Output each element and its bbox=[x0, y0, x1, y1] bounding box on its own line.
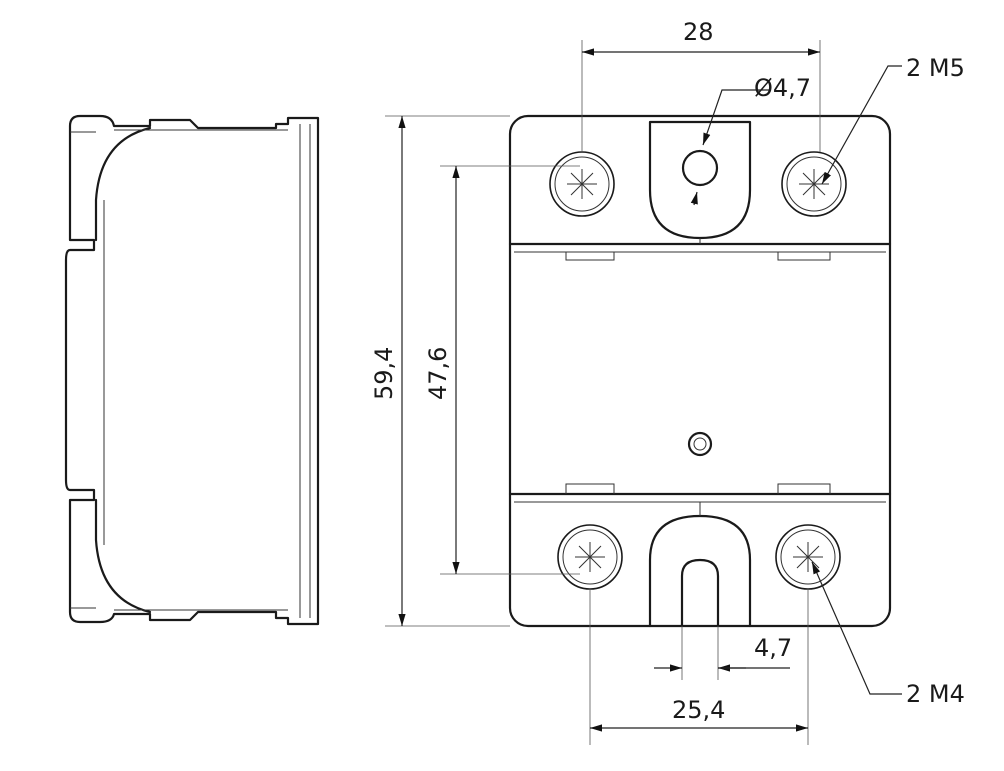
dim-hole-diameter: Ø4,7 bbox=[754, 74, 811, 102]
dim-screw-bottom: 2 M4 bbox=[906, 680, 965, 708]
screw-bottom-right bbox=[775, 524, 841, 590]
screw-top-right bbox=[781, 151, 847, 217]
dimension-lines bbox=[385, 40, 902, 745]
dim-height-inner: 47,6 bbox=[424, 347, 452, 400]
dim-top-width: 28 bbox=[683, 18, 714, 46]
screw-top-left bbox=[549, 151, 615, 217]
dim-bottom-width: 25,4 bbox=[672, 696, 725, 724]
screw-bottom-left bbox=[557, 524, 623, 590]
dim-slot-width: 4,7 bbox=[754, 634, 792, 662]
dim-height-total: 59,4 bbox=[370, 347, 398, 400]
front-view bbox=[508, 114, 892, 628]
dim-screw-top: 2 M5 bbox=[906, 54, 965, 82]
dimension-labels: 28 Ø4,7 2 M5 59,4 47,6 4,7 25,4 2 M4 bbox=[370, 18, 965, 724]
side-view bbox=[64, 114, 320, 626]
